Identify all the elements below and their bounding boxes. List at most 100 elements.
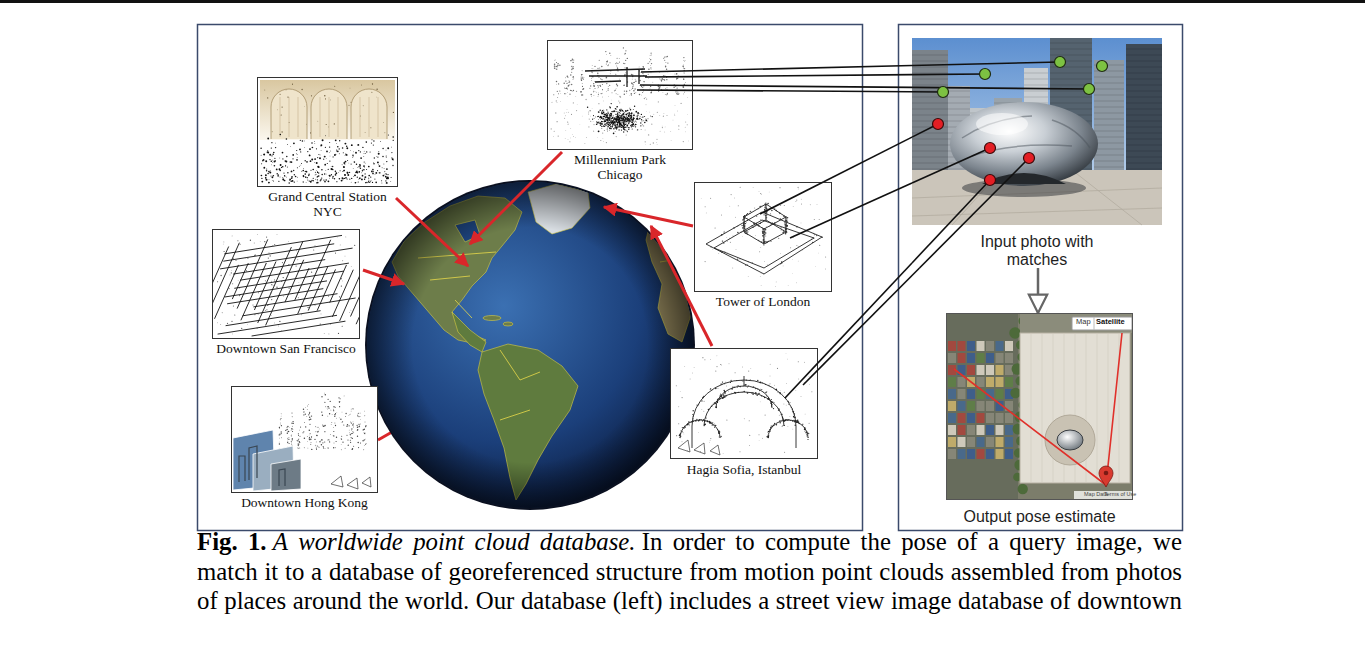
cloud-point — [751, 225, 753, 227]
cloud-point — [608, 126, 610, 128]
cloud-point — [620, 117, 621, 118]
cloud-point — [366, 169, 367, 170]
cloud-point — [330, 150, 332, 152]
cloud-point — [744, 223, 745, 224]
cloud-point — [581, 77, 582, 78]
cloud-point — [743, 216, 745, 218]
cloud-point — [639, 117, 641, 119]
cloud-point — [646, 111, 648, 113]
cloud-point — [604, 116, 605, 117]
cloud-point — [354, 245, 355, 246]
cloud-point — [601, 93, 602, 94]
cloud-point — [800, 198, 802, 200]
cloud-point — [621, 118, 622, 119]
cloud-point — [784, 231, 786, 233]
cloud-point — [604, 123, 605, 124]
cloud-point — [734, 216, 736, 218]
cloud-point — [700, 198, 702, 200]
window-bar — [378, 97, 379, 137]
cloud-point — [612, 126, 613, 127]
cloud-point — [635, 81, 637, 83]
cloud-point — [325, 170, 327, 172]
cloud-point — [595, 116, 596, 117]
cloud-point — [322, 139, 324, 141]
cloud-point — [289, 288, 290, 289]
cloud-point — [624, 63, 625, 64]
point-cloud — [213, 234, 359, 336]
cloud-point — [567, 92, 569, 94]
cloud-point — [616, 121, 618, 123]
cloud-point — [624, 119, 625, 120]
cloud-point — [267, 97, 268, 98]
cloud-point — [335, 174, 337, 176]
cloud-point — [568, 85, 569, 86]
cloud-point — [612, 115, 614, 117]
cloud-point — [598, 116, 599, 117]
cloud-point — [764, 209, 765, 210]
cloud-point — [306, 161, 308, 163]
cloud-point — [336, 181, 337, 182]
cloud-point — [339, 296, 340, 297]
cloud-point — [583, 78, 584, 79]
cloud-point — [352, 156, 354, 158]
cloud-point — [763, 233, 764, 234]
cloud-point — [786, 228, 787, 229]
cloud-point — [602, 132, 603, 133]
cloud-point — [382, 148, 383, 149]
cloud-point — [756, 223, 757, 224]
cloud-point — [564, 93, 565, 94]
cloud-point — [731, 194, 732, 195]
cloud-point — [609, 85, 610, 86]
cloud-point — [276, 287, 277, 288]
cloud-point — [780, 218, 781, 219]
cloud-point — [746, 264, 748, 266]
cloud-point — [683, 93, 685, 95]
cloud-point — [635, 92, 637, 94]
cloud-point — [556, 102, 558, 104]
cloud-point — [618, 129, 619, 130]
cloud-point — [558, 93, 559, 94]
cloud-point — [361, 178, 363, 180]
cloud-point — [615, 125, 617, 127]
cloud-point — [350, 309, 352, 311]
cloud-point — [732, 235, 734, 237]
cloud-point — [229, 274, 231, 276]
cloud-point — [324, 164, 326, 166]
cloud-point — [745, 229, 747, 231]
cloud-point — [639, 118, 640, 119]
match-line — [693, 90, 912, 91]
cloud-point — [782, 232, 784, 234]
cloud-point — [283, 295, 285, 297]
cloud-point — [336, 150, 337, 151]
cloud-point — [271, 176, 272, 177]
cloud-point — [310, 170, 311, 171]
cloud-point — [608, 117, 610, 119]
cloud-point — [732, 267, 734, 269]
cloud-point — [550, 102, 552, 104]
cloud-point — [603, 113, 604, 114]
building-outline — [744, 217, 745, 232]
cloud-point — [637, 118, 639, 120]
cloud-point — [300, 151, 301, 152]
cloud-point — [759, 275, 761, 277]
cloud-point — [254, 255, 255, 256]
cloud-point — [601, 121, 602, 122]
cloud-point — [632, 123, 634, 125]
cloud-point — [597, 87, 599, 89]
cloud-point — [705, 261, 706, 262]
cloud-point — [683, 86, 685, 88]
cloud-point — [565, 77, 567, 79]
cloud-point — [360, 167, 361, 168]
cloud-point — [580, 91, 582, 93]
cloud-point — [228, 288, 229, 289]
cloud-point — [349, 312, 351, 314]
cloud-point — [279, 168, 281, 170]
cloud-point — [290, 146, 292, 148]
building-outline — [706, 212, 822, 274]
cloud-point — [323, 333, 325, 335]
cloud-point — [598, 103, 599, 104]
cloud-point — [737, 259, 738, 260]
match-line — [832, 183, 912, 219]
match-line — [693, 75, 912, 77]
cloud-point — [721, 214, 722, 215]
